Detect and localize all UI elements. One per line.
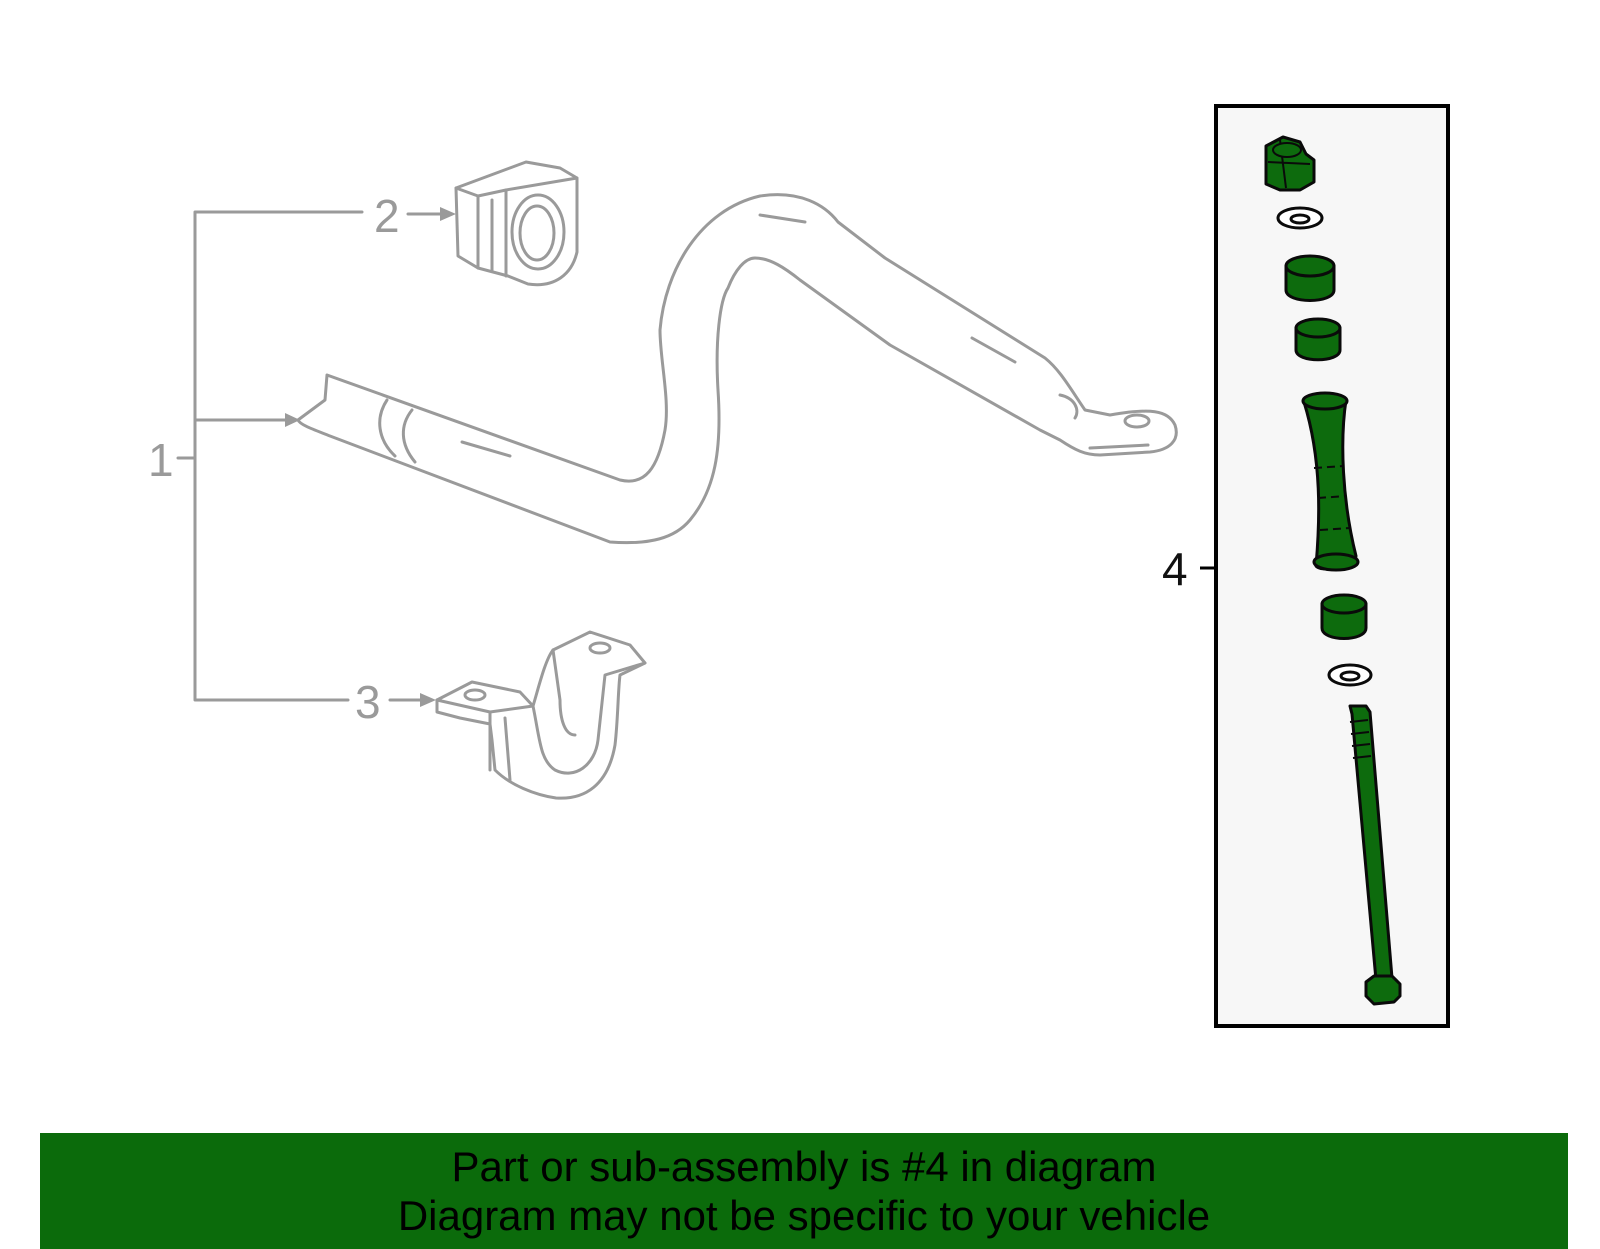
link-washer-top [1276,206,1324,230]
banner-line-1: Part or sub-assembly is #4 in diagram [451,1143,1157,1190]
callout-1-label[interactable]: 1 [148,434,174,486]
info-banner: Part or sub-assembly is #4 in diagram Di… [40,1133,1568,1249]
callout-3-arrow [388,693,436,707]
link-washer-bottom [1327,663,1373,687]
link-grommet-2 [1294,317,1342,362]
stabilizer-bushing-drawing[interactable] [454,160,579,287]
link-grommet-3 [1320,593,1368,640]
bushing-bracket-drawing[interactable] [435,630,647,800]
callout-4-label[interactable]: 4 [1162,543,1188,595]
callout-1-bracket [176,210,364,702]
link-bolt [1348,704,1402,1006]
callout-2-label[interactable]: 2 [374,190,400,242]
parts-diagram: 1 2 3 [148,104,1450,1028]
stabilizer-bar-drawing[interactable] [296,193,1178,545]
callout-3-label[interactable]: 3 [355,676,381,728]
banner-line-2: Diagram may not be specific to your vehi… [397,1192,1211,1239]
callout-2-arrow [406,207,456,221]
link-grommet-1 [1284,254,1336,302]
link-nut-top [1264,135,1316,192]
link-spacer-sleeve [1301,391,1360,572]
